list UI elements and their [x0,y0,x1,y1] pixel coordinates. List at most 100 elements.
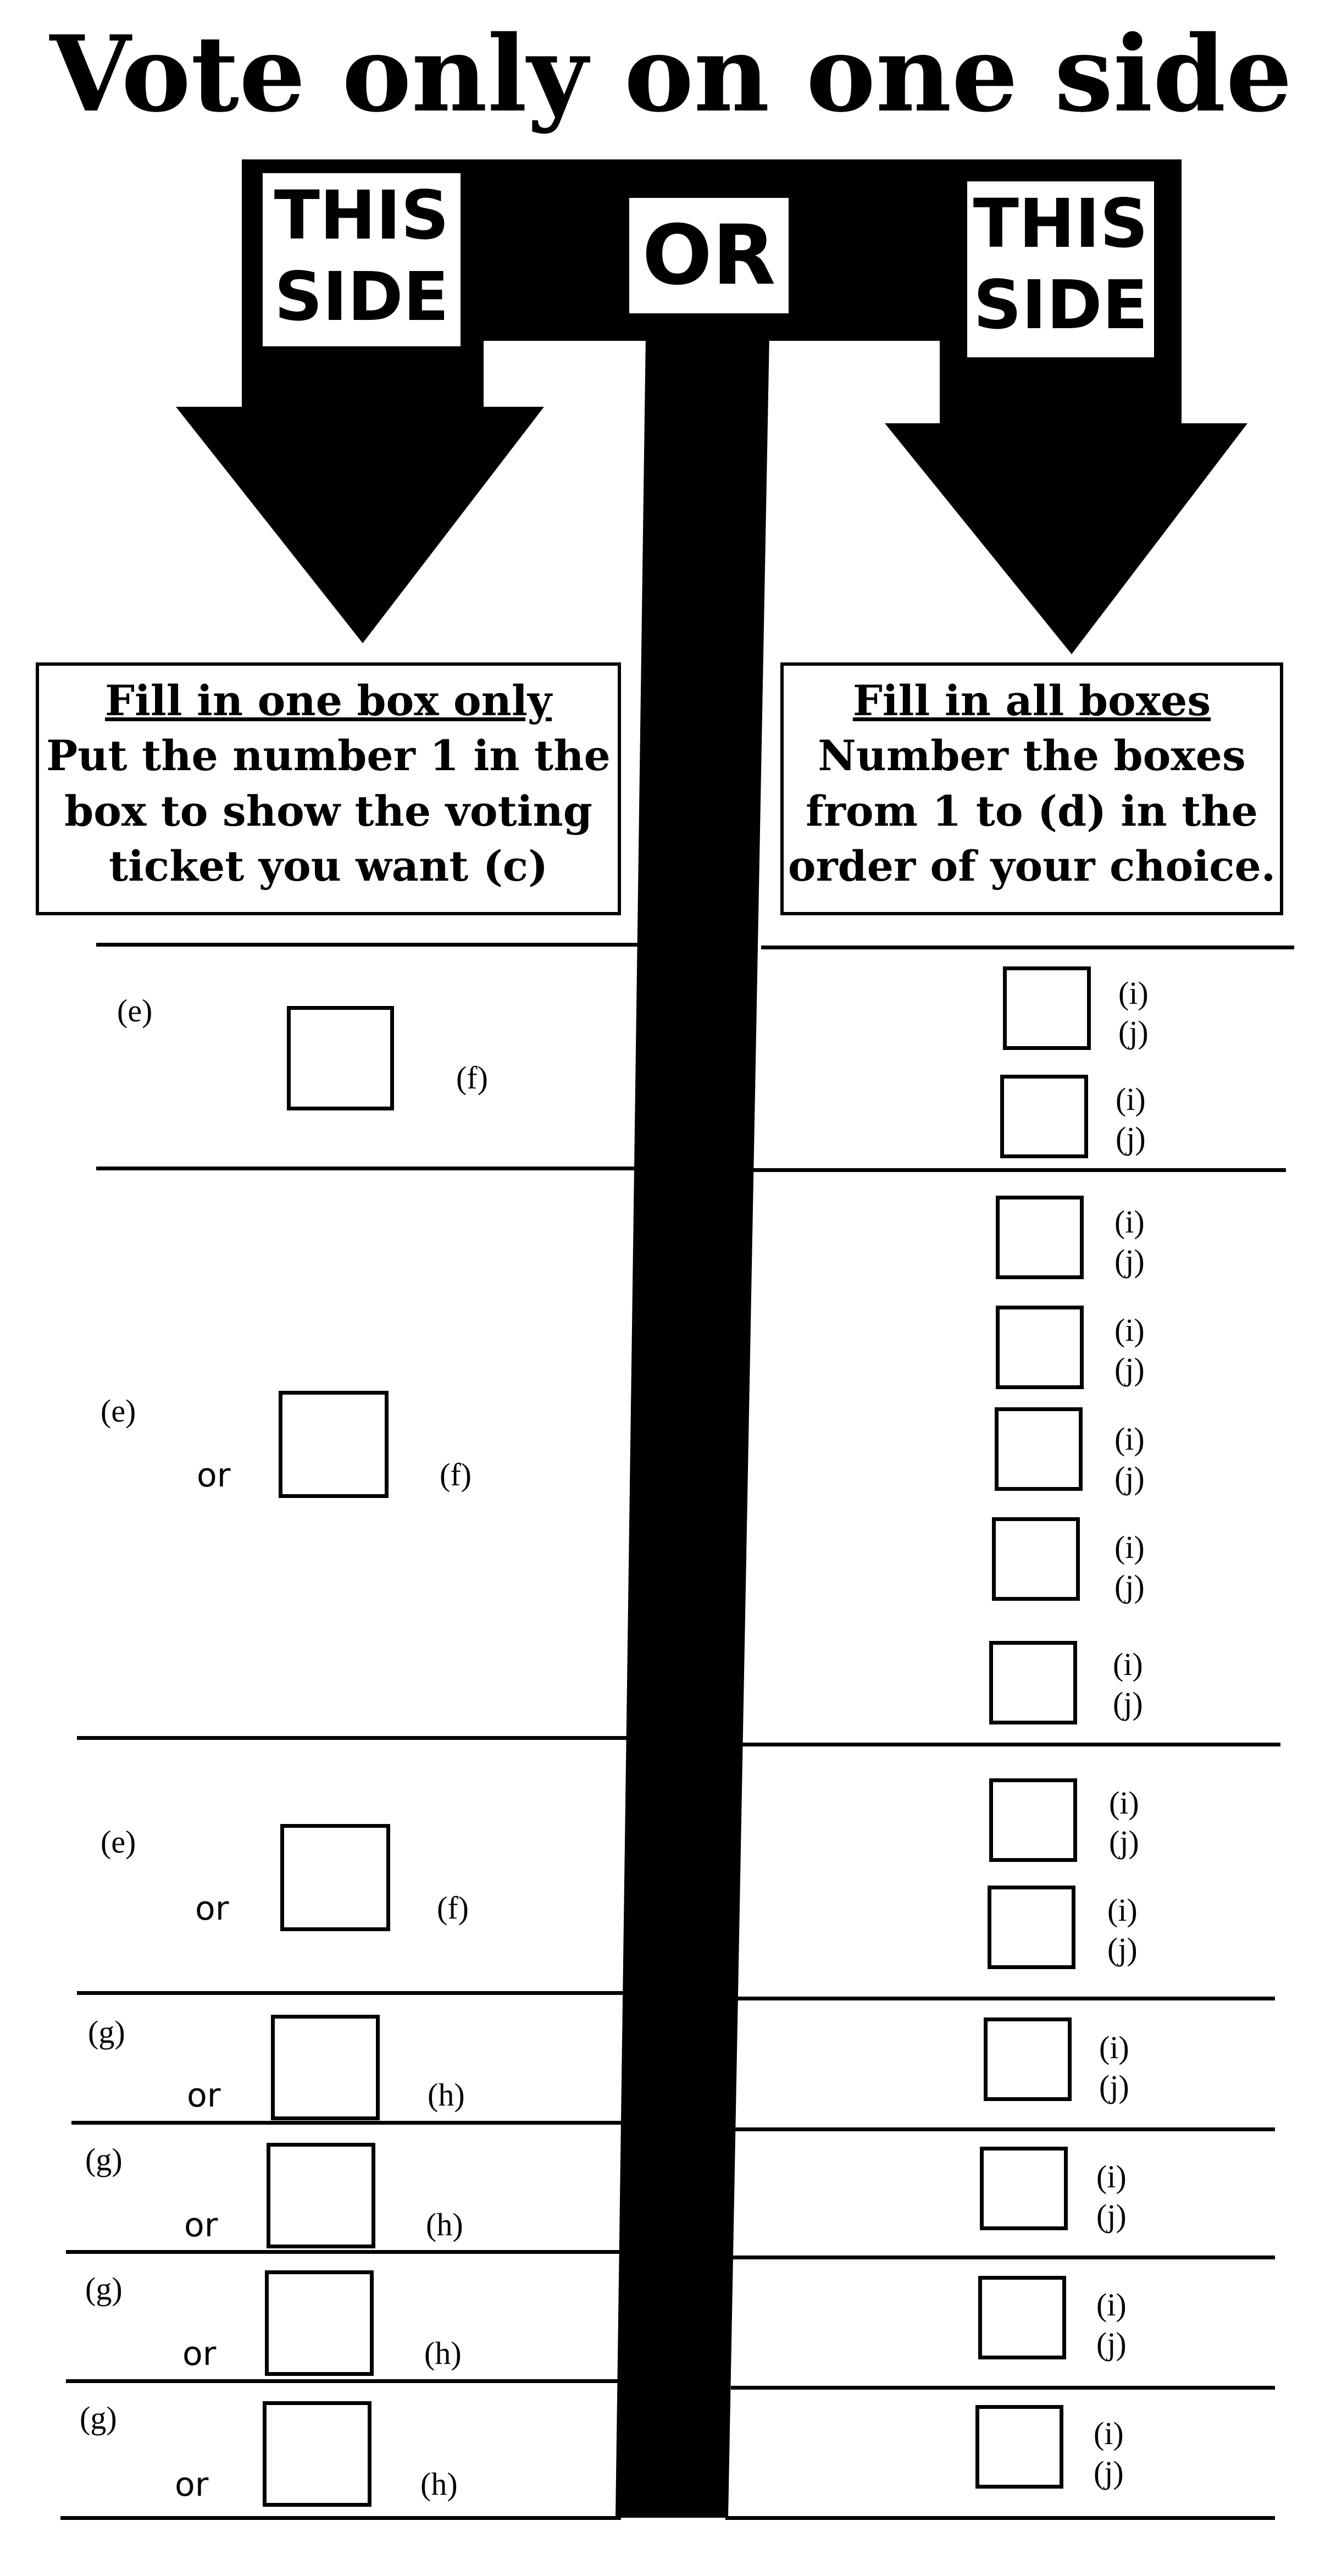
candidate-label-j: (j) [1114,1351,1145,1387]
divider-right [753,1168,1286,1172]
divider-left [66,2250,621,2254]
group-suffix: (f) [456,1060,488,1096]
above-line-vote-box[interactable] [271,2015,380,2120]
left-instructions-heading: Fill in one box only [105,676,552,725]
this-side-left-label: THIS SIDE [263,173,461,346]
candidate-labels: (i)(j) [1113,1645,1143,1723]
group-label: (e) [101,1393,136,1429]
or-text: or [187,2076,221,2115]
above-line-vote-box[interactable] [265,2270,374,2376]
or-text: or [197,1456,231,1495]
divider-left [77,1736,632,1740]
below-line-vote-box[interactable] [978,2276,1066,2359]
above-line-vote-box[interactable] [263,2401,371,2507]
candidate-label-i: (i) [1096,2287,1127,2323]
group-suffix: (f) [437,1890,469,1926]
divider-right [731,2127,1275,2131]
divider-right [736,1997,1275,2000]
above-line-vote-box[interactable] [287,1006,394,1110]
candidate-labels: (i)(j) [1107,1891,1138,1969]
candidate-label-i: (i) [1114,1421,1145,1457]
above-line-vote-box[interactable] [279,1391,389,1498]
right-instructions-line3: order of your choice. [788,841,1276,891]
candidate-label-i: (i) [1116,1081,1146,1117]
or-text: or [182,2335,217,2373]
or-text: or [175,2466,209,2504]
below-line-vote-box[interactable] [989,1641,1077,1724]
candidate-labels: (i)(j) [1114,1420,1145,1498]
candidate-label-i: (i) [1094,2415,1124,2451]
group-suffix: (h) [420,2466,458,2502]
group-label: (g) [80,2400,117,2436]
candidate-labels: (i)(j) [1109,1784,1139,1862]
divider-right [731,2386,1275,2390]
divider-left [77,1991,626,1995]
right-instructions-line2: from 1 to (d) in the [806,786,1258,836]
candidate-label-i: (i) [1099,2030,1129,2065]
candidate-label-j: (j) [1109,1823,1139,1860]
group-label: (g) [88,2014,125,2050]
group-label: (e) [101,1824,136,1860]
candidate-label-j: (j) [1096,2325,1127,2362]
group-suffix: (h) [428,2077,465,2113]
left-instructions-line1: Put the number 1 in the [46,731,611,781]
candidate-label-i: (i) [1114,1529,1145,1565]
candidate-labels: (i)(j) [1116,1080,1146,1158]
this-side-left-line1: THIS [274,176,450,255]
below-line-vote-box[interactable] [1003,966,1091,1050]
left-instructions: Fill in one box only Put the number 1 in… [36,662,621,915]
divider-left [71,2121,626,2125]
below-line-vote-box[interactable] [980,2147,1068,2230]
candidate-label-i: (i) [1118,975,1149,1011]
below-line-vote-box[interactable] [992,1517,1080,1601]
page-title: Vote only on one side [49,13,1293,135]
candidate-label-j: (j) [1096,2197,1127,2234]
or-label: OR [629,198,789,313]
divider-left [96,943,646,947]
below-line-vote-box[interactable] [996,1196,1084,1279]
right-instructions: Fill in all boxes Number the boxes from … [780,662,1283,915]
candidate-label-i: (i) [1109,1785,1139,1821]
or-text: or [184,2206,218,2245]
this-side-left-line2: SIDE [274,258,449,336]
below-line-vote-box[interactable] [989,1778,1077,1862]
above-line-vote-box[interactable] [280,1824,390,1931]
group-label: (g) [85,2271,123,2307]
candidate-labels: (i)(j) [1114,1528,1145,1606]
this-side-right-label: THIS SIDE [967,181,1154,357]
below-line-vote-box[interactable] [984,2017,1072,2101]
candidate-label-j: (j) [1094,2454,1124,2490]
candidate-labels: (i)(j) [1118,974,1149,1052]
left-instructions-line2: box to show the voting [64,786,592,836]
this-side-right-line2: SIDE [973,266,1148,344]
candidate-labels: (i)(j) [1094,2414,1124,2492]
candidate-label-j: (j) [1099,2068,1129,2104]
above-line-vote-box[interactable] [267,2143,375,2248]
candidate-label-j: (j) [1114,1568,1145,1604]
candidate-label-i: (i) [1114,1204,1145,1240]
right-instructions-line1: Number the boxes [818,731,1246,781]
below-line-vote-box[interactable] [975,2405,1063,2489]
candidate-labels: (i)(j) [1099,2028,1129,2107]
candidate-labels: (i)(j) [1114,1311,1145,1389]
below-line-vote-box[interactable] [1000,1075,1088,1158]
candidate-label-i: (i) [1107,1892,1138,1928]
divider-right [761,946,1294,949]
below-line-vote-box[interactable] [995,1407,1083,1491]
divider-right [725,2516,1275,2520]
this-side-right-line1: THIS [973,185,1149,263]
candidate-label-i: (i) [1096,2159,1127,2194]
below-line-vote-box[interactable] [996,1306,1084,1389]
candidate-label-j: (j) [1116,1120,1146,1156]
candidate-label-i: (i) [1113,1646,1143,1682]
divider-left [96,1167,635,1170]
divider-right [742,1743,1280,1746]
group-suffix: (h) [426,2207,463,2242]
candidate-label-j: (j) [1113,1685,1143,1721]
center-post [615,335,769,2518]
candidate-labels: (i)(j) [1114,1203,1145,1281]
candidate-labels: (i)(j) [1096,2286,1127,2364]
candidate-label-i: (i) [1114,1312,1145,1348]
below-line-vote-box[interactable] [988,1886,1075,1969]
divider-left [66,2379,621,2383]
